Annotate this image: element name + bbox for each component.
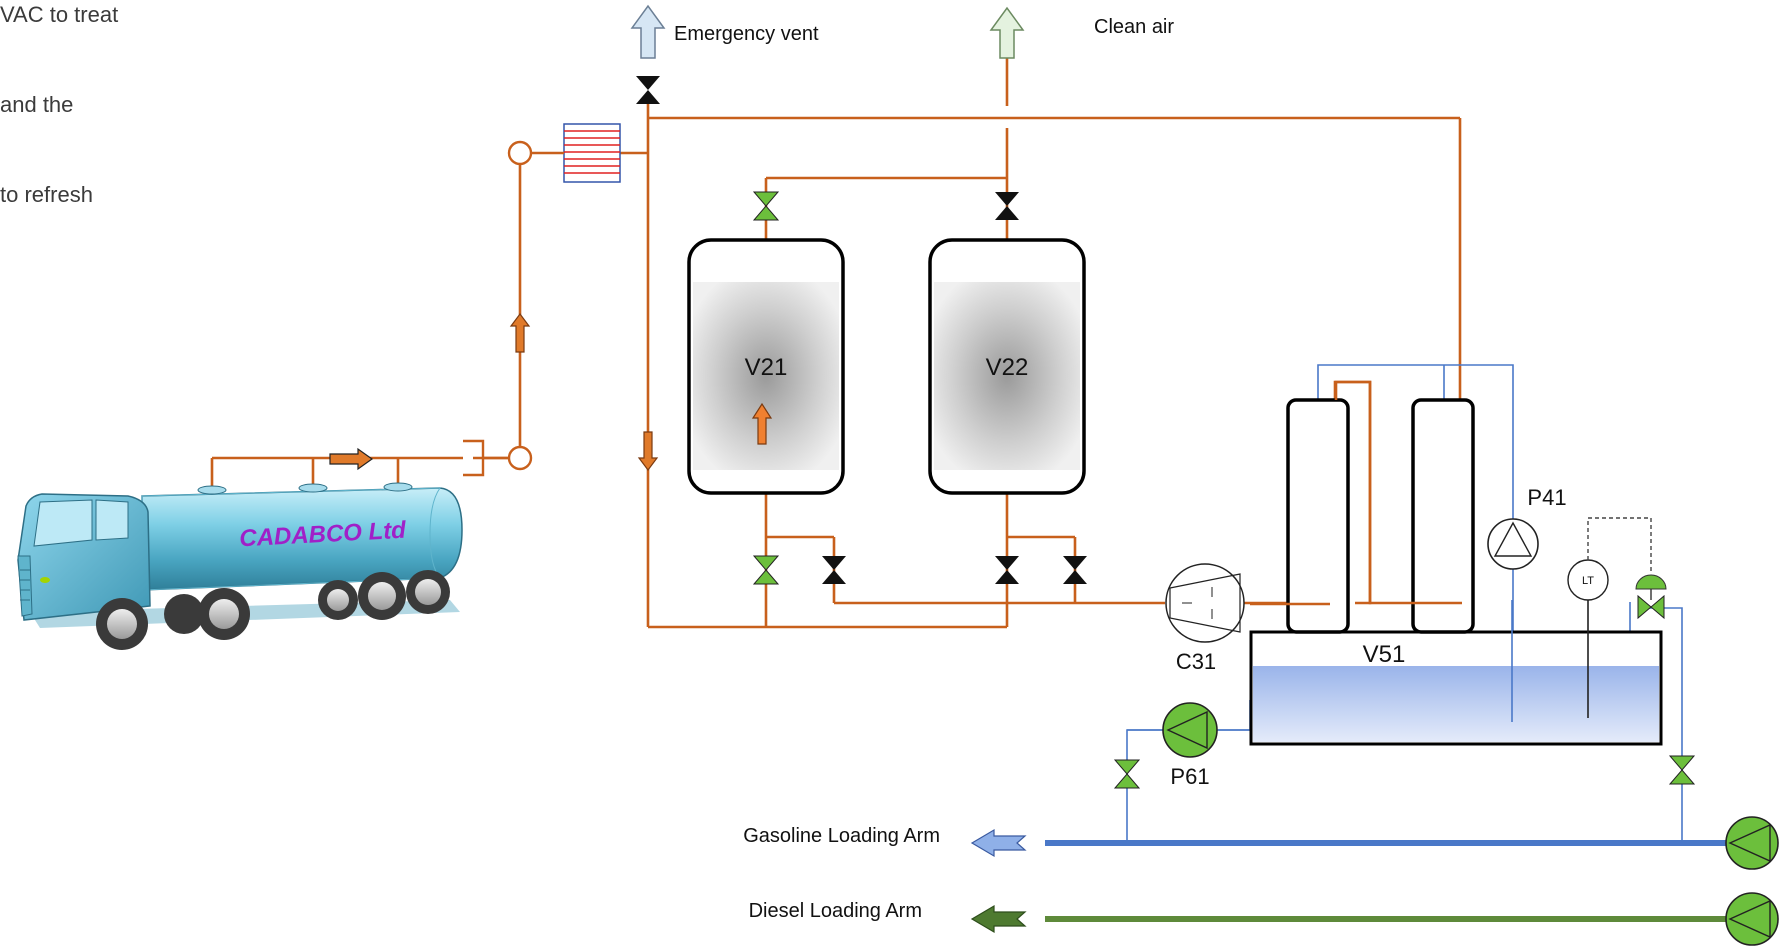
clean-air-arrow-icon [989, 6, 1025, 59]
v22-bottom-valve-icon[interactable] [995, 556, 1019, 584]
bottom-pipe-node-icon [507, 445, 533, 471]
tanker-truck-icon[interactable]: CADABCO Ltd [17, 482, 463, 650]
gasoline-left-arrow-icon [970, 828, 1027, 858]
control-valve-icon[interactable] [1635, 574, 1667, 620]
gasoline-return-valve-icon[interactable] [1668, 755, 1696, 785]
intro-line-1: VAC to treat [0, 2, 119, 27]
level-transmitter-icon[interactable]: LT [1567, 559, 1609, 601]
vessel-v22[interactable]: V22 [928, 238, 1086, 495]
top-pipe-node-icon [507, 140, 533, 166]
intro-line-3: to refresh [0, 182, 93, 207]
emergency-vent-label: Emergency vent [674, 23, 819, 45]
diesel-loading-arm-label: Diesel Loading Arm [749, 900, 922, 922]
diesel-pump-icon[interactable] [1725, 892, 1779, 946]
v22-label: V22 [986, 354, 1029, 381]
p61-suction-valve-icon[interactable] [1113, 759, 1141, 789]
emergency-vent-arrow-icon [630, 4, 666, 59]
right-arrow-icon [329, 447, 374, 471]
vessel-v51[interactable]: V51 [1249, 398, 1663, 746]
vessel-v21[interactable]: V21 [687, 238, 845, 495]
down-arrow-icon [637, 431, 659, 471]
diesel-left-arrow-icon [970, 904, 1027, 934]
v21-label: V21 [745, 354, 788, 381]
signal-line [1587, 517, 1652, 573]
truck-wheels [96, 570, 450, 650]
compressor-label: C31 [1176, 649, 1216, 674]
v21-top-valve-icon[interactable] [752, 191, 780, 221]
pump-p41-label: P41 [1527, 485, 1566, 510]
intro-line-2: and the [0, 92, 74, 117]
v21-bypass-valve-icon[interactable] [822, 556, 846, 584]
clean-air-label: Clean air [1094, 16, 1174, 38]
level-transmitter-label: LT [1582, 575, 1594, 587]
up-arrow-icon [751, 402, 773, 445]
up-arrow-icon [509, 313, 531, 353]
pump-p61[interactable] [1162, 702, 1218, 758]
v22-top-valve-icon[interactable] [995, 192, 1019, 220]
gasoline-loading-arm-label: Gasoline Loading Arm [743, 825, 940, 847]
pump-p41[interactable] [1487, 518, 1539, 570]
heat-exchanger-icon [563, 123, 621, 183]
v21-bottom-valve-icon[interactable] [752, 555, 780, 585]
v22-bypass-valve-icon[interactable] [1063, 556, 1087, 584]
v51-column-pipe [1334, 380, 1462, 605]
v51-label: V51 [1363, 641, 1406, 668]
pump-p61-label: P61 [1170, 764, 1209, 789]
gasoline-pump-icon[interactable] [1725, 816, 1779, 870]
emergency-vent-valve-icon[interactable] [636, 76, 660, 104]
compressor-c31[interactable] [1165, 563, 1245, 643]
vapor-piping [210, 36, 1462, 629]
flame-arrestor-icon [463, 439, 509, 477]
